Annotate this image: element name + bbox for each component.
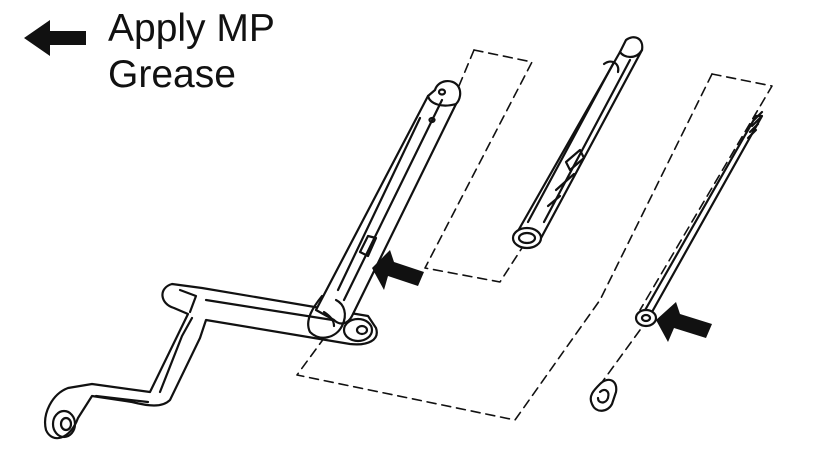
legend-arrow-icon [24, 20, 86, 56]
retaining-clip [589, 378, 618, 412]
control-rod [634, 110, 764, 328]
legend-line-1: Apply MP [108, 7, 275, 50]
outer-sleeve [511, 36, 644, 250]
legend: Apply MP Grease [20, 6, 340, 106]
grease-callout-arrow-shaft [372, 250, 424, 290]
crank-lever [44, 282, 378, 440]
shaft-tube [307, 80, 462, 339]
grease-callout-arrow-rod [656, 302, 712, 342]
legend-line-2: Grease [108, 53, 236, 96]
legend-caption: Apply MP Grease [108, 6, 275, 98]
